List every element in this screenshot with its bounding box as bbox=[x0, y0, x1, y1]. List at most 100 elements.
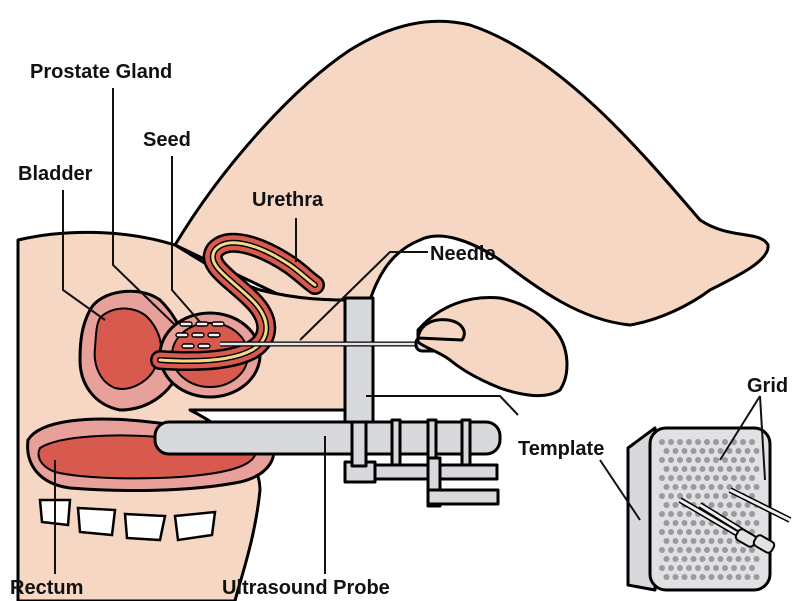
grid-hole bbox=[704, 493, 710, 499]
grid-hole bbox=[664, 556, 670, 562]
grid-hole bbox=[682, 448, 688, 454]
grid-hole bbox=[673, 556, 679, 562]
grid-hole bbox=[731, 565, 737, 571]
grid-hole bbox=[673, 574, 679, 580]
grid-hole bbox=[709, 484, 715, 490]
grid-hole bbox=[659, 511, 665, 517]
grid-hole bbox=[745, 520, 751, 526]
template-post bbox=[352, 422, 366, 466]
grid-hole bbox=[673, 502, 679, 508]
grid-hole bbox=[691, 484, 697, 490]
grid-hole bbox=[713, 529, 719, 535]
grid-hole bbox=[704, 457, 710, 463]
label-ultrasound-probe: Ultrasound Probe bbox=[222, 577, 390, 599]
grid-hole bbox=[749, 565, 755, 571]
grid-hole bbox=[740, 511, 746, 517]
grid-hole bbox=[704, 565, 710, 571]
grid-hole bbox=[749, 547, 755, 553]
grid-hole bbox=[727, 574, 733, 580]
grid-hole bbox=[709, 556, 715, 562]
grid-hole bbox=[709, 502, 715, 508]
grid-hole bbox=[682, 538, 688, 544]
grid-hole bbox=[695, 547, 701, 553]
grid-hole bbox=[745, 556, 751, 562]
grid-hole bbox=[736, 574, 742, 580]
grid-hole bbox=[740, 547, 746, 553]
grid-hole bbox=[664, 502, 670, 508]
grid-hole bbox=[668, 529, 674, 535]
grid-hole bbox=[673, 520, 679, 526]
grid-hole bbox=[673, 484, 679, 490]
grid-hole bbox=[691, 520, 697, 526]
grid-hole bbox=[695, 439, 701, 445]
grid-hole bbox=[677, 529, 683, 535]
grid-hole bbox=[754, 556, 760, 562]
grid-hole bbox=[686, 565, 692, 571]
grid-hole bbox=[659, 547, 665, 553]
grid-hole bbox=[673, 448, 679, 454]
label-bladder: Bladder bbox=[18, 163, 93, 185]
grid-hole bbox=[731, 457, 737, 463]
grid-hole bbox=[700, 484, 706, 490]
grid-hole bbox=[677, 511, 683, 517]
grid-hole bbox=[713, 565, 719, 571]
grid-hole bbox=[745, 466, 751, 472]
grid-hole bbox=[673, 538, 679, 544]
grid-hole bbox=[691, 574, 697, 580]
grid-hole bbox=[718, 466, 724, 472]
grid-hole bbox=[704, 439, 710, 445]
grid-hole bbox=[664, 448, 670, 454]
grid-hole bbox=[736, 466, 742, 472]
grid-hole bbox=[659, 565, 665, 571]
grid-hole bbox=[722, 493, 728, 499]
label-rectum: Rectum bbox=[10, 577, 83, 599]
grid-hole bbox=[718, 484, 724, 490]
template-bar bbox=[345, 298, 373, 422]
grid-hole bbox=[695, 457, 701, 463]
grid-hole bbox=[754, 520, 760, 526]
grid-hole bbox=[691, 538, 697, 544]
grid-hole bbox=[731, 511, 737, 517]
grid-hole bbox=[704, 547, 710, 553]
grid-hole bbox=[686, 547, 692, 553]
grid-hole bbox=[691, 556, 697, 562]
grid-hole bbox=[740, 439, 746, 445]
grid-hole bbox=[745, 448, 751, 454]
grid-hole bbox=[754, 574, 760, 580]
grid-hole bbox=[686, 493, 692, 499]
hand bbox=[418, 297, 567, 395]
label-template: Template bbox=[518, 438, 604, 460]
grid-hole bbox=[664, 574, 670, 580]
grid-hole bbox=[749, 457, 755, 463]
grid-hole bbox=[677, 457, 683, 463]
grid-hole bbox=[722, 565, 728, 571]
grid-hole bbox=[664, 520, 670, 526]
grid-hole bbox=[668, 475, 674, 481]
grid-hole bbox=[682, 466, 688, 472]
grid-hole bbox=[695, 565, 701, 571]
grid-hole bbox=[718, 538, 724, 544]
grid-hole bbox=[704, 475, 710, 481]
grid-hole bbox=[713, 475, 719, 481]
grid-hole bbox=[754, 466, 760, 472]
label-grid: Grid bbox=[747, 375, 788, 397]
label-urethra: Urethra bbox=[252, 189, 324, 211]
grid-hole bbox=[704, 529, 710, 535]
grid-hole bbox=[731, 547, 737, 553]
grid-hole bbox=[754, 484, 760, 490]
grid-hole bbox=[754, 448, 760, 454]
grid-hole bbox=[749, 511, 755, 517]
grid-hole bbox=[664, 484, 670, 490]
grid-hole bbox=[740, 457, 746, 463]
grid-hole bbox=[740, 475, 746, 481]
grid-hole bbox=[668, 439, 674, 445]
grid-hole bbox=[700, 448, 706, 454]
grid-hole bbox=[727, 556, 733, 562]
grid-hole bbox=[740, 565, 746, 571]
grid-hole bbox=[700, 574, 706, 580]
grid-hole bbox=[659, 457, 665, 463]
leg-silhouette bbox=[175, 21, 768, 325]
grid-hole bbox=[713, 439, 719, 445]
